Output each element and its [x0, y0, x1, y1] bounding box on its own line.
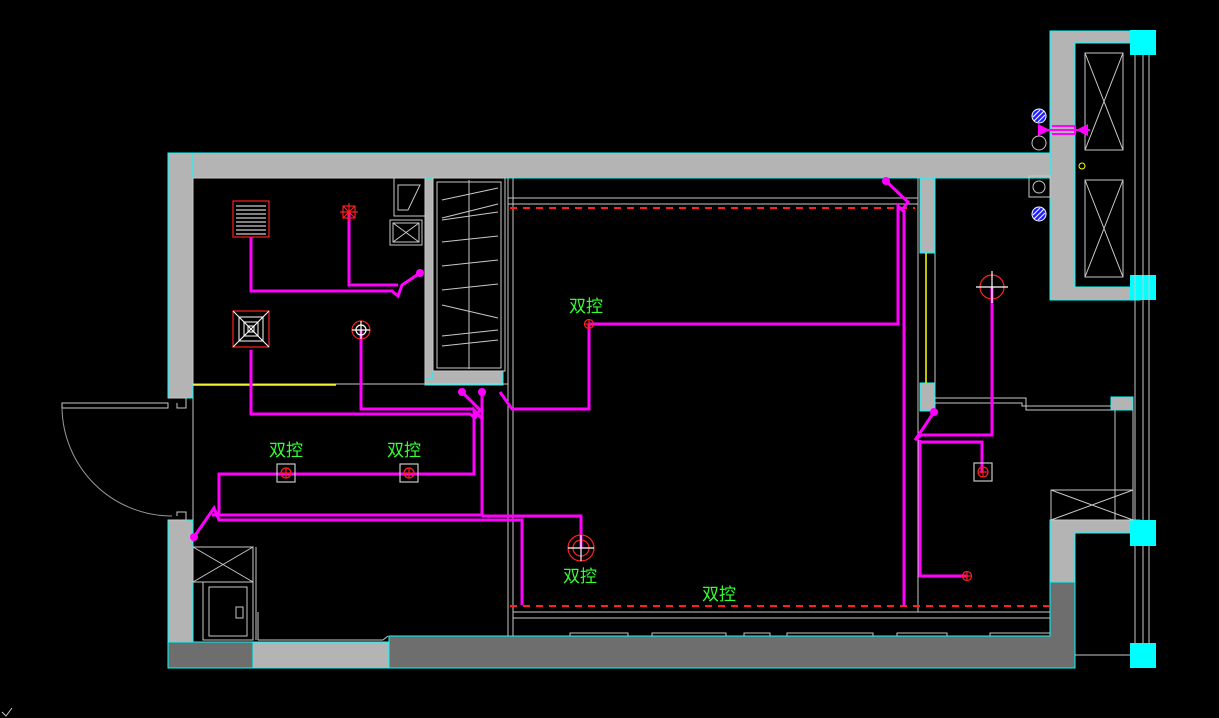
- dual-control-label: 双控: [387, 441, 421, 461]
- ucs-corner-mark: [1, 707, 13, 717]
- wall-bottom-light: [252, 641, 390, 669]
- dual-control-label: 双控: [563, 567, 597, 587]
- fixtures: [232, 200, 1008, 582]
- wall-left-upper: [167, 152, 194, 399]
- wall-left-lower: [167, 519, 194, 643]
- wall-bottom-dark: [388, 581, 1076, 669]
- wall-bottom-left-dark: [167, 641, 254, 669]
- wiring: [192, 125, 1090, 606]
- wall-right-lower: [1049, 519, 1141, 583]
- wall-partition-stub-top: [919, 177, 936, 254]
- wall-right-tower: [1049, 30, 1141, 301]
- ceiling-light-icon: [567, 534, 595, 562]
- wall-top: [167, 152, 1051, 179]
- thin-lines: [61, 52, 1150, 656]
- wall-closet-left: [424, 177, 434, 379]
- yellow-lines: [193, 253, 927, 386]
- wall-partition-stub-bottom: [919, 382, 936, 412]
- bath-heater-icon: [232, 310, 270, 348]
- led-strips: [510, 207, 1050, 607]
- small-yellow-circle: [1078, 162, 1086, 170]
- wiring-nodes: [190, 124, 1088, 541]
- wall-closet-bottom: [424, 370, 504, 386]
- exhaust-fan-icon: [232, 200, 270, 238]
- column-4: [1130, 643, 1156, 668]
- ceiling-light-icon: [351, 320, 371, 340]
- downlight-icon: [973, 462, 993, 482]
- ceiling-light-icon: [976, 271, 1008, 303]
- wall-right-small: [1110, 396, 1134, 411]
- walls-dark: [167, 581, 1076, 669]
- walls: [167, 30, 1141, 669]
- dual-control-label: 双控: [702, 585, 736, 605]
- dual-control-label: 双控: [269, 441, 303, 461]
- dual-control-label: 双控: [569, 297, 603, 317]
- light-point-icon: [583, 318, 595, 330]
- column-1: [1130, 30, 1156, 55]
- column-3: [1130, 520, 1156, 546]
- light-point-icon: [961, 570, 973, 582]
- downlight-icon: [276, 463, 296, 483]
- downlight-icon: [399, 463, 419, 483]
